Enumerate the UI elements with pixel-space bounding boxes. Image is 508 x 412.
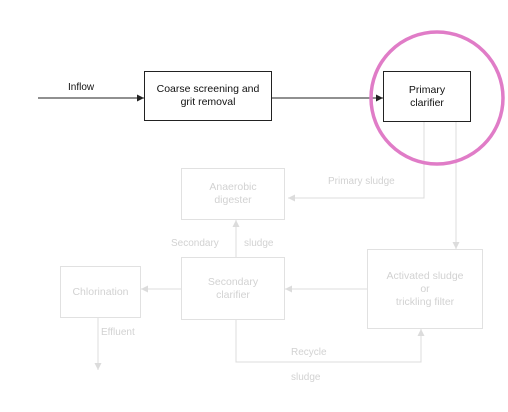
activated-sludge-node: Activated sludge or trickling filter (367, 249, 483, 329)
recycle-label: Recycle (291, 347, 327, 358)
coarse-screening-node: Coarse screening and grit removal (144, 71, 272, 121)
activated-sludge-label: Activated sludge or trickling filter (386, 269, 464, 308)
inflow-label: Inflow (68, 82, 95, 93)
effluent-label: Effluent (101, 327, 135, 338)
recycle-sludge-label: sludge (291, 372, 321, 383)
secondary-label: Secondary (171, 238, 219, 249)
secondary-clarifier-node: Secondary clarifier (181, 257, 285, 320)
anaerobic-digester-node: Anaerobic digester (181, 168, 285, 220)
secondary-clarifier-label: Secondary clarifier (207, 275, 259, 301)
sludge-label: sludge (244, 238, 274, 249)
recycle-arrow (235, 320, 425, 363)
chlorination-node: Chlorination (60, 266, 141, 318)
coarse-screening-label: Coarse screening and grit removal (156, 83, 260, 108)
primary-clarifier-label: Primary clarifier (408, 83, 446, 109)
primary-clarifier-node: Primary clarifier (383, 71, 471, 122)
highlight-circle (369, 30, 505, 166)
primary-sludge-arrow (288, 122, 425, 202)
anaerobic-digester-label: Anaerobic digester (209, 181, 257, 206)
chlorination-label: Chlorination (72, 285, 129, 298)
primary-sludge-label: Primary sludge (328, 176, 395, 187)
